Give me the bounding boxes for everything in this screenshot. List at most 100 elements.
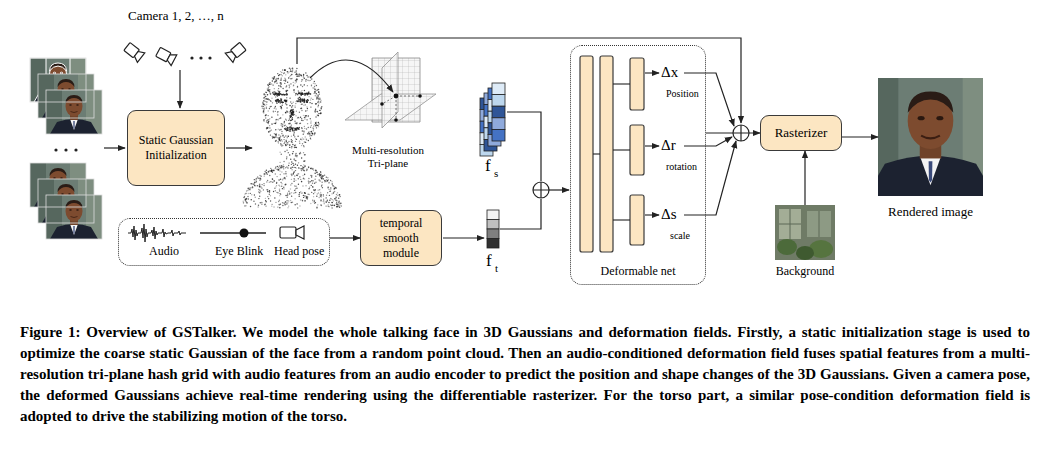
point-cloud-head	[282, 101, 283, 102]
point-cloud-head	[341, 205, 342, 206]
point-cloud-head	[334, 191, 335, 192]
point-cloud-head	[308, 96, 309, 97]
point-cloud-head	[266, 170, 267, 171]
point-cloud-head	[318, 99, 319, 100]
point-cloud-head	[263, 119, 264, 120]
point-cloud-head	[305, 142, 306, 143]
point-cloud-head	[290, 70, 291, 71]
point-cloud-head	[245, 199, 246, 200]
point-cloud-head	[302, 130, 303, 131]
point-cloud-head	[301, 181, 302, 182]
point-cloud-head	[301, 79, 302, 80]
point-cloud-head	[295, 80, 296, 81]
point-cloud-head	[280, 140, 281, 141]
network-layers	[580, 56, 593, 252]
point-cloud-head	[278, 128, 279, 129]
point-cloud-head	[260, 178, 261, 179]
point-cloud-head	[338, 206, 339, 207]
point-cloud-head	[320, 98, 321, 99]
point-cloud-head	[282, 75, 283, 76]
point-cloud-head	[290, 109, 291, 110]
point-cloud-head	[274, 137, 275, 138]
point-cloud-head	[274, 82, 275, 83]
point-cloud-head	[332, 185, 333, 186]
point-cloud-head	[271, 205, 272, 206]
point-cloud-head	[281, 108, 282, 109]
point-cloud-head	[269, 127, 270, 128]
triplane-figure	[380, 102, 384, 106]
point-cloud-head	[315, 181, 316, 182]
point-cloud-head	[308, 93, 309, 94]
point-cloud-head	[280, 179, 281, 180]
point-cloud-head	[314, 183, 315, 184]
point-cloud-head	[287, 129, 288, 130]
point-cloud-head	[300, 101, 301, 102]
point-cloud-head	[252, 186, 253, 187]
point-cloud-head	[271, 123, 272, 124]
point-cloud-head	[266, 128, 267, 129]
point-cloud-head	[268, 171, 269, 172]
camera-icons	[225, 42, 247, 63]
point-cloud-head	[302, 200, 303, 201]
point-cloud-head	[281, 99, 282, 100]
point-cloud-head	[280, 102, 281, 103]
point-cloud-head	[303, 170, 304, 171]
point-cloud-head	[321, 184, 322, 185]
point-cloud-head	[284, 83, 285, 84]
point-cloud-head	[280, 74, 281, 75]
point-cloud-head	[307, 133, 308, 134]
point-cloud-head	[267, 90, 268, 91]
point-cloud-head	[294, 132, 295, 133]
point-cloud-head	[248, 188, 249, 189]
point-cloud-head	[268, 198, 269, 199]
layer-links	[645, 214, 659, 215]
point-cloud-head	[302, 120, 303, 121]
point-cloud-head	[274, 108, 275, 109]
point-cloud-head	[304, 154, 305, 155]
point-cloud-head	[304, 170, 305, 171]
point-cloud-head	[296, 156, 297, 157]
point-cloud-head	[297, 175, 298, 176]
point-cloud-head	[290, 75, 291, 76]
point-cloud-head	[284, 177, 285, 178]
point-cloud-head	[280, 182, 281, 183]
point-cloud-head	[304, 165, 305, 166]
point-cloud-head	[314, 91, 315, 92]
point-cloud-head	[242, 201, 243, 202]
audio-waveform	[128, 224, 186, 242]
point-cloud-head	[285, 100, 286, 101]
point-cloud-head	[281, 133, 282, 134]
point-cloud-head	[304, 99, 305, 100]
point-cloud-head	[260, 178, 261, 179]
point-cloud-head	[295, 170, 296, 171]
point-cloud-head	[275, 186, 276, 187]
point-cloud-head	[281, 171, 282, 172]
point-cloud-head	[296, 73, 297, 74]
point-cloud-head	[277, 192, 278, 193]
point-cloud-head	[315, 125, 316, 126]
point-cloud-head	[290, 167, 291, 168]
point-cloud-head	[335, 187, 336, 188]
point-cloud-head	[291, 113, 292, 114]
temporal-feature-bar	[487, 239, 499, 249]
point-cloud-head	[282, 178, 283, 179]
point-cloud-head	[302, 175, 303, 176]
point-cloud-head	[305, 79, 306, 80]
point-cloud-head	[263, 189, 264, 190]
point-cloud-head	[301, 90, 302, 91]
point-cloud-head	[317, 125, 318, 126]
point-cloud-head	[279, 189, 280, 190]
point-cloud-head	[263, 112, 264, 113]
point-cloud-head	[279, 118, 280, 119]
point-cloud-head	[262, 111, 263, 112]
point-cloud-head	[276, 183, 277, 184]
point-cloud-head	[322, 178, 323, 179]
point-cloud-head	[307, 101, 308, 102]
point-cloud-head	[304, 99, 305, 100]
point-cloud-head	[304, 94, 305, 95]
point-cloud-head	[298, 101, 299, 102]
point-cloud-head	[310, 168, 311, 169]
point-cloud-head	[289, 144, 290, 145]
point-cloud-head	[295, 94, 296, 95]
